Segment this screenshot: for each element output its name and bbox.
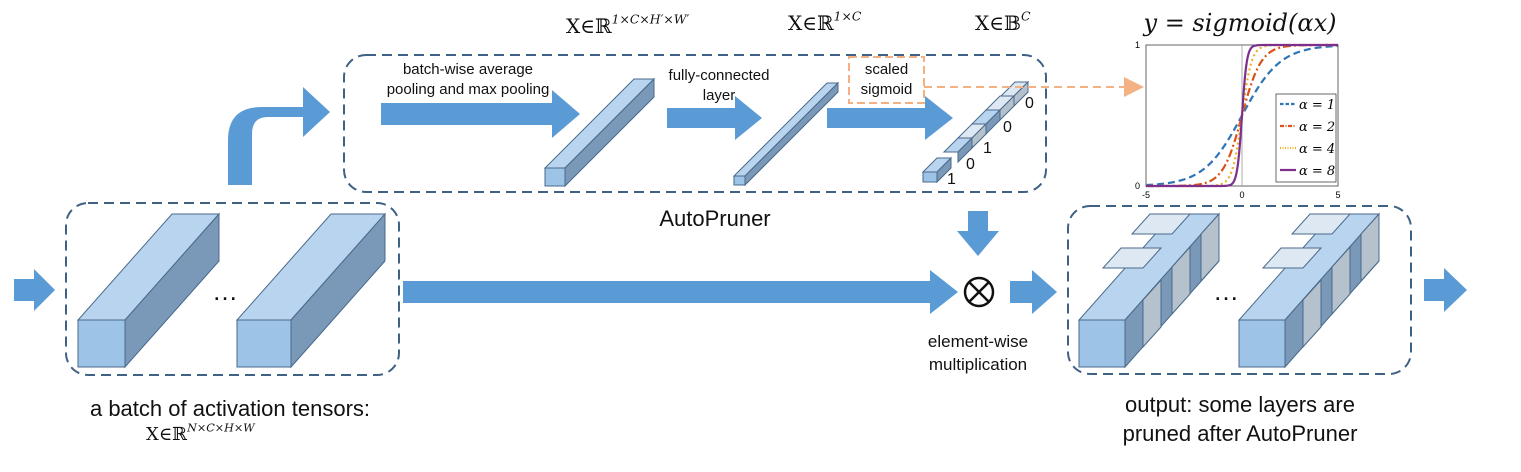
binary-mask-tensor	[921, 80, 1030, 184]
fc-label-line-2: layer	[702, 87, 736, 104]
legend-label-alpha-4: α = 4	[1299, 142, 1335, 157]
legend-label-alpha-1: α = 1	[1299, 98, 1335, 113]
bit-label-1: 1	[947, 171, 956, 188]
input-box	[65, 202, 400, 376]
bit-label-2: 1	[983, 140, 992, 157]
x-fc-exp: 1×C	[833, 8, 862, 24]
x-input-base: X∈ℝ	[146, 424, 188, 445]
x-binary-label: X∈𝔹C	[975, 8, 1031, 35]
input-caption: a batch of activation tensors:	[89, 396, 371, 421]
scaled-sigmoid-line-2: sigmoid	[860, 81, 913, 98]
sigmoid-chart: 1 0 -5 0 5 α = 1 α = 2 α = 4 α = 8	[1135, 40, 1341, 200]
input-ellipsis: …	[212, 276, 238, 306]
legend-label-alpha-8: α = 8	[1299, 164, 1335, 179]
pooling-label-line-1: batch-wise average	[402, 61, 534, 78]
x-input-exp: N×C×H×W	[187, 421, 255, 435]
output-caption-line-2: pruned after AutoPruner	[1122, 421, 1358, 446]
chart-ytick-1: 1	[1135, 40, 1140, 50]
chart-xtick-5: 5	[1335, 190, 1340, 200]
multiply-out-arrow	[1010, 270, 1057, 314]
input-tensor-1	[76, 212, 221, 369]
x-fc-label: X∈ℝ1×C	[788, 8, 862, 35]
fc-label: fully-connected layer	[650, 66, 788, 106]
output-tensor-2	[1237, 212, 1381, 369]
main-path-arrow	[403, 270, 958, 314]
output-caption: output: some layers are pruned after Aut…	[1040, 390, 1440, 448]
output-caption-line-1: output: some layers are	[1125, 392, 1355, 417]
sigmoid-formula: y = sigmoid(αx)	[1143, 9, 1337, 37]
elementwise-label: element-wise multiplication	[898, 330, 1058, 376]
chart-legend	[1275, 93, 1337, 183]
down-arrow	[957, 211, 999, 256]
chart-ytick-0: 0	[1135, 181, 1140, 191]
legend-label-alpha-2: α = 2	[1299, 120, 1335, 135]
otimes-icon	[963, 276, 995, 308]
x-pooled-exp: 1×C×H′×W′	[611, 11, 690, 27]
input-arrow	[14, 269, 55, 311]
x-input-label: X∈ℝN×C×H×W	[146, 421, 255, 445]
elementwise-line-1: element-wise	[927, 332, 1029, 351]
pooling-label-line-2: pooling and max pooling	[386, 81, 550, 98]
output-ellipsis: …	[1213, 276, 1239, 306]
output-box	[1067, 205, 1412, 375]
x-pooled-base: X∈ℝ	[566, 14, 612, 38]
bit-label-5: 0	[1003, 119, 1012, 136]
bit-label-6: 0	[1025, 95, 1034, 112]
fc-label-line-1: fully-connected	[668, 67, 770, 84]
chart-xtick-0: 0	[1239, 190, 1244, 200]
output-arrow	[1424, 268, 1467, 312]
pooling-arrow	[381, 90, 580, 138]
fc-tensor	[732, 81, 840, 187]
fc-arrow	[667, 96, 762, 140]
scaled-sigmoid-label: scaled sigmoid	[849, 60, 924, 100]
output-tensor-1	[1077, 212, 1221, 369]
input-tensor-2	[235, 212, 387, 369]
pooling-label: batch-wise average pooling and max pooli…	[372, 60, 564, 100]
chart-xtick-neg5: -5	[1142, 190, 1150, 200]
branch-up-arrow	[228, 87, 330, 185]
sigmoid-curve-alpha-8	[1146, 43, 1338, 188]
x-pooled-label: X∈ℝ1×C×H′×W′	[566, 11, 690, 38]
x-binary-base: X∈𝔹	[975, 11, 1021, 35]
bit-label-3: 0	[966, 156, 975, 173]
pooled-tensor	[543, 77, 656, 188]
x-fc-base: X∈ℝ	[788, 11, 834, 35]
scaled-sigmoid-line-1: scaled	[864, 61, 909, 78]
sigmoid-arrow	[827, 96, 953, 140]
autopruner-box	[343, 54, 1047, 193]
scaled-sigmoid-box	[848, 56, 925, 104]
autopruner-label: AutoPruner	[659, 206, 771, 231]
elementwise-line-2: multiplication	[928, 355, 1028, 374]
x-binary-exp: C	[1020, 8, 1031, 24]
